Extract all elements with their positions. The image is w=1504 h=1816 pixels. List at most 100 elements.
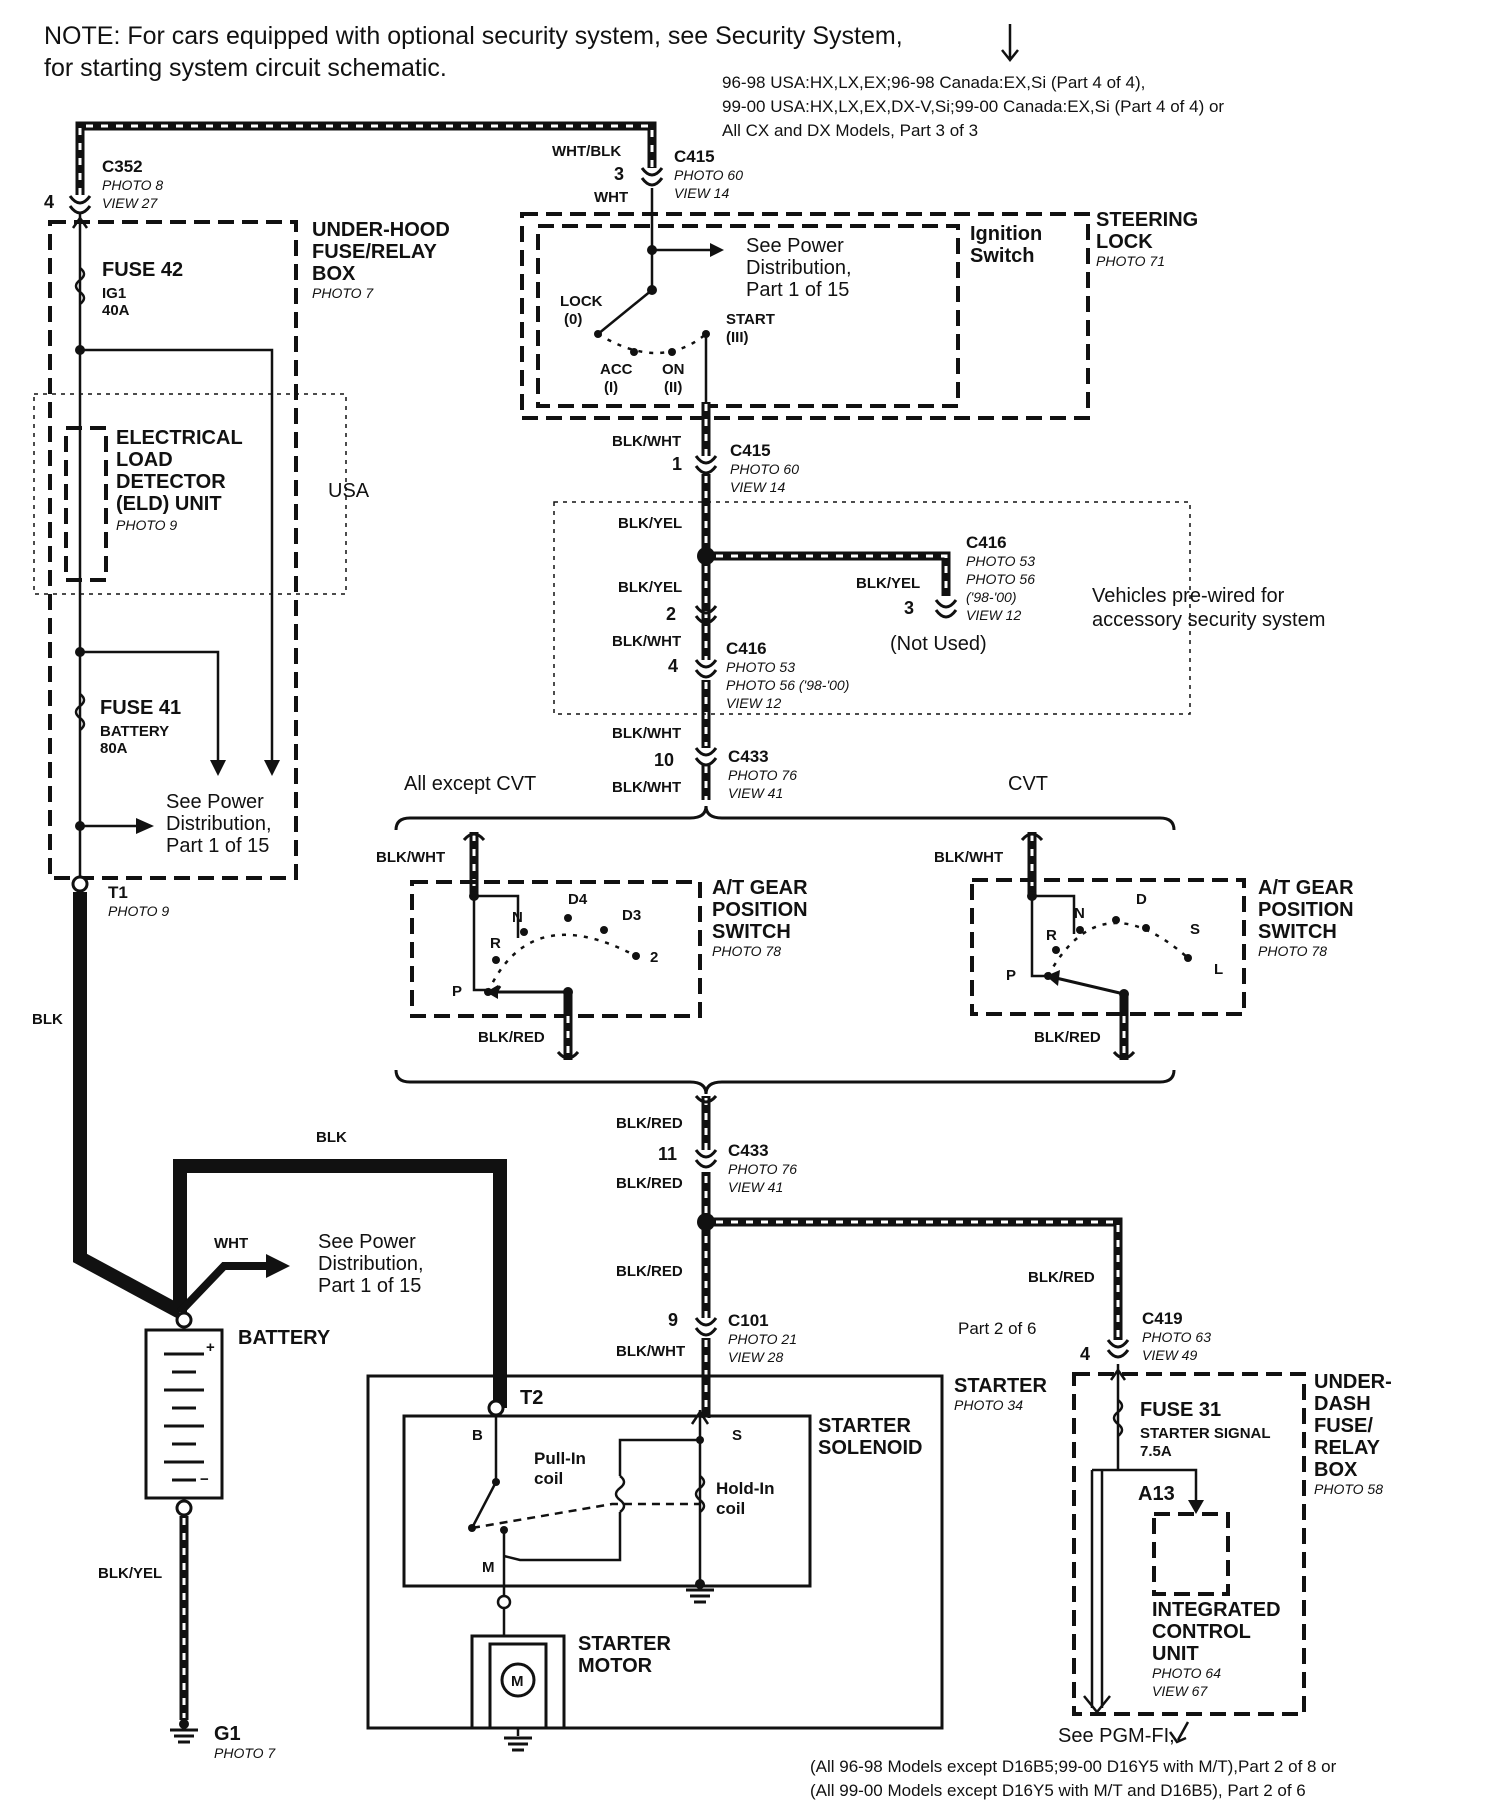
under-dash-fuse-relay-box: FUSE 31 STARTER SIGNAL 7.5A A13 INTEGRAT… <box>1072 1364 1392 1716</box>
c433-top-pin: 10 <box>654 750 674 770</box>
solenoid-ground-symbol <box>686 1588 714 1604</box>
at-right-s: S <box>1190 921 1200 938</box>
pgm-fi-reference: See PGM-FI, (All 96-98 Models except D16… <box>810 1721 1337 1800</box>
at-left-wire-out: BLK/RED <box>478 1029 545 1046</box>
ign-start-1: START <box>726 311 775 328</box>
ud-box-label-1: UNDER- <box>1314 1371 1392 1393</box>
eld-photo: PHOTO 9 <box>116 517 177 533</box>
note-pointer-arrow <box>1001 24 1019 63</box>
c416-right-photo-2: PHOTO 56 <box>966 571 1035 587</box>
at-right-title-1: A/T GEAR <box>1258 877 1354 899</box>
fuse41-sub1: BATTERY <box>100 723 169 740</box>
c101-wire-2: BLK/WHT <box>616 1343 685 1360</box>
uh-box-label-3: BOX <box>312 263 356 285</box>
pd1-line-3: Part 1 of 15 <box>166 835 269 857</box>
fuse42-sub1: IG1 <box>102 285 126 302</box>
at-left-r: R <box>490 935 501 952</box>
ign-switch-1: Ignition <box>970 223 1042 245</box>
c416-right-view: VIEW 12 <box>966 607 1021 623</box>
c416-left-label: C416 <box>726 639 767 658</box>
starter-t2: T2 <box>520 1387 543 1409</box>
c416-right-label: C416 <box>966 533 1007 552</box>
top-brace <box>394 805 1176 831</box>
c433-bot-photo: PHOTO 76 <box>728 1161 797 1177</box>
c416-wire-low: BLK/WHT <box>612 633 681 650</box>
steering-lock-photo: PHOTO 71 <box>1096 253 1165 269</box>
c433-bot-label: C433 <box>728 1141 769 1160</box>
c101-pin: 9 <box>668 1310 678 1330</box>
c415-bot-label: C415 <box>730 441 771 460</box>
at-left-p: P <box>452 983 462 1000</box>
c433-bot-wire-2: BLK/RED <box>616 1175 683 1192</box>
battery-symbol <box>144 1328 224 1500</box>
at-left-wire-in: BLK/WHT <box>376 849 445 866</box>
note-ref-3: All CX and DX Models, Part 3 of 3 <box>722 121 978 140</box>
pgm-see: See PGM-FI, <box>1058 1725 1175 1747</box>
c415-top-photo: PHOTO 60 <box>674 167 743 183</box>
c352-view: VIEW 27 <box>102 195 158 211</box>
c352-connector: C352 PHOTO 8 VIEW 27 4 <box>44 157 163 215</box>
at-right-d: D <box>1136 891 1147 908</box>
c415-bot-view: VIEW 14 <box>730 479 785 495</box>
fuse42-sub2: 40A <box>102 302 130 319</box>
battery-pd-3: Part 1 of 15 <box>318 1275 421 1297</box>
uh-box-label-1: UNDER-HOOD <box>312 219 450 241</box>
c415-bot-wire: BLK/WHT <box>612 433 681 450</box>
t1-terminal: T1 PHOTO 9 <box>71 875 169 919</box>
solenoid-outline <box>402 1414 812 1588</box>
motor-label-2: MOTOR <box>578 1655 653 1677</box>
battery-pd-2: Distribution, <box>318 1253 424 1275</box>
motor-symbol-label: M <box>511 1673 524 1690</box>
c415-top-wire-1: WHT/BLK <box>552 143 621 160</box>
fuse41-sub2: 80A <box>100 740 128 757</box>
c419-pin: 4 <box>1080 1344 1090 1364</box>
pull-in-coil-symbol <box>614 1475 626 1513</box>
t1-label: T1 <box>108 883 128 902</box>
icu-pin: A13 <box>1138 1483 1175 1505</box>
icu-photo: PHOTO 64 <box>1152 1665 1221 1681</box>
c433-top-wire-2: BLK/WHT <box>612 779 681 796</box>
note-ref-2: 99-00 USA:HX,LX,EX,DX-V,Si;99-00 Canada:… <box>722 97 1224 116</box>
ignition-switch: See Power Distribution, Part 1 of 15 Ign… <box>520 188 1198 420</box>
c415-bot-photo: PHOTO 60 <box>730 461 799 477</box>
battery-pd-1: See Power <box>318 1231 416 1253</box>
battery-label: BATTERY <box>238 1327 331 1349</box>
ign-pd-2: Distribution, <box>746 257 852 279</box>
note-block: NOTE: For cars equipped with optional se… <box>44 22 1224 140</box>
uh-box-label-2: FUSE/RELAY <box>312 241 438 263</box>
c416-right-photo-1: PHOTO 53 <box>966 553 1035 569</box>
pgm-ref-2: (All 99-00 Models except D16Y5 with M/T … <box>810 1781 1306 1800</box>
bottom-brace <box>394 1069 1176 1095</box>
fuse31-sub1: STARTER SIGNAL <box>1140 1425 1271 1442</box>
battery-minus: − <box>200 1471 209 1488</box>
battery-area: BLK WHT See Power Distribution, Part 1 o… <box>98 1129 507 1761</box>
c416-left-photo-2: PHOTO 56 ('98-'00) <box>726 677 849 693</box>
at-right-title-3: SWITCH <box>1258 921 1337 943</box>
c415-top-connector: WHT/BLK 3 WHT C415 PHOTO 60 VIEW 14 <box>552 143 743 206</box>
note-line-1: NOTE: For cars equipped with optional se… <box>44 22 903 50</box>
fuse42-label: FUSE 42 <box>102 259 183 281</box>
c101-connector: BLK/RED 9 BLK/WHT C101 PHOTO 21 VIEW 28 … <box>616 1263 1036 1365</box>
ign-lock-1: LOCK <box>560 293 603 310</box>
c415-top-pin: 3 <box>614 164 624 184</box>
at-left-caption: All except CVT <box>404 773 536 795</box>
c416-not-used: (Not Used) <box>890 633 987 655</box>
icu-view: VIEW 67 <box>1152 1683 1208 1699</box>
at-right-l: L <box>1214 961 1223 978</box>
solenoid-label-1: STARTER <box>818 1415 912 1437</box>
steering-lock-1: STEERING <box>1096 209 1198 231</box>
at-left-title-1: A/T GEAR <box>712 877 808 899</box>
c352-photo: PHOTO 8 <box>102 177 163 193</box>
hold-in-label-1: Hold-In <box>716 1479 775 1498</box>
c416-area: BLK/YEL BLK/YEL 3 C416 PHOTO 53 PHOTO 56… <box>553 501 1325 715</box>
eld-usa: USA <box>328 480 370 502</box>
fuse41-symbol <box>74 693 86 731</box>
c101-photo: PHOTO 21 <box>728 1331 797 1347</box>
c419-wire: BLK/RED <box>1028 1269 1095 1286</box>
c101-wire-1: BLK/RED <box>616 1263 683 1280</box>
at-left-title-2: POSITION <box>712 899 808 921</box>
pull-in-label-2: coil <box>534 1469 563 1488</box>
ign-switch-2: Switch <box>970 245 1034 267</box>
c419-photo: PHOTO 63 <box>1142 1329 1211 1345</box>
